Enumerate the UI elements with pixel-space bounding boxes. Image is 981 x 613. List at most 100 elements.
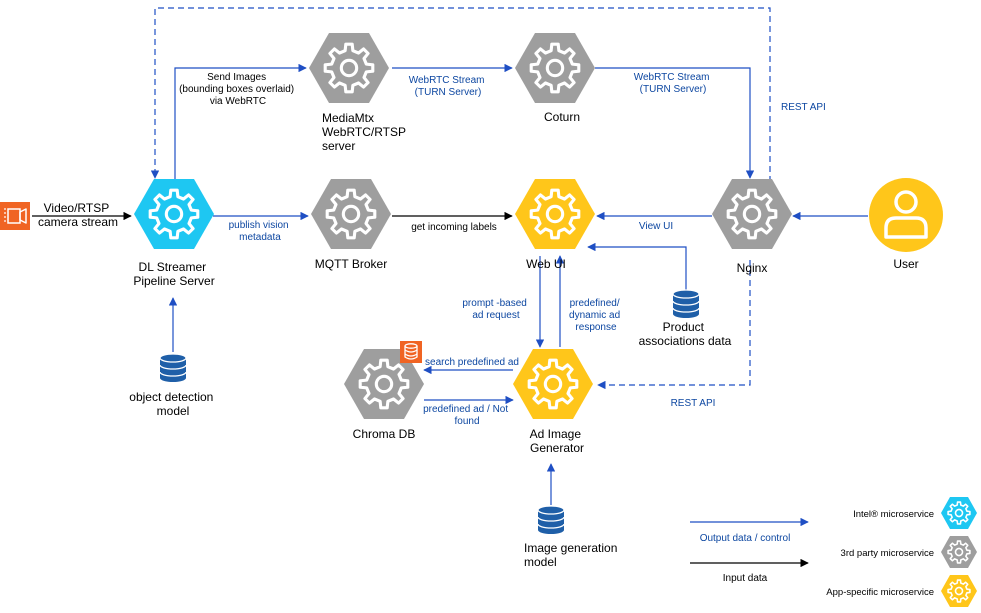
- db-top: [159, 353, 187, 363]
- chroma-db-node: [344, 349, 424, 419]
- webrtc-arrow-2: [595, 67, 755, 179]
- db-band: [159, 364, 187, 370]
- mqtt-label: MQTT Broker: [315, 257, 387, 271]
- nginx-label: Nginx: [737, 261, 768, 275]
- gear-icon: [529, 188, 581, 240]
- gear-icon: [947, 540, 971, 564]
- chroma-db-label: Chroma DB: [353, 427, 416, 441]
- gear-outline: [358, 358, 410, 410]
- legend-intel-hex: [941, 497, 977, 529]
- rest-api-top-label: REST API: [781, 102, 826, 113]
- coturn-node: [515, 33, 595, 103]
- mqtt-node: [311, 179, 391, 249]
- gear-hub: [374, 374, 394, 394]
- send-images-label: Send Images (bounding boxes overlaid) vi…: [179, 72, 297, 107]
- gear-outline: [947, 540, 971, 564]
- gear-outline: [726, 188, 778, 240]
- gear-icon: [947, 501, 971, 525]
- camera-label: Video/RTSP camera stream: [38, 201, 118, 229]
- chroma-db-badge-icon: [400, 341, 422, 363]
- send-images-arrow: [174, 63, 307, 180]
- web-ui-label: Web UI: [526, 257, 566, 271]
- ad-generator-label: Ad Image Generator: [530, 427, 585, 455]
- user-node: [869, 178, 943, 252]
- response-label: predefined/ dynamic ad response: [569, 298, 623, 333]
- gear-outline: [323, 42, 375, 94]
- legend-app-hex: [941, 575, 977, 607]
- db-band: [159, 371, 187, 377]
- coturn-hex: [515, 33, 595, 103]
- db-top: [537, 505, 565, 515]
- gear-icon: [726, 188, 778, 240]
- db-band: [537, 516, 565, 522]
- gear-hub: [339, 58, 359, 78]
- image-model-label: Image generation model: [524, 541, 621, 569]
- legend-intel-label: Intel® microservice: [853, 509, 934, 520]
- ad-generator-hex: [513, 349, 593, 419]
- gear-hub: [954, 547, 964, 557]
- webrtc-label-2: WebRTC Stream (TURN Server): [634, 72, 713, 95]
- gear-hub: [954, 586, 964, 596]
- web-ui-hex: [515, 179, 595, 249]
- product-data-db-icon: [672, 289, 700, 318]
- user-label: User: [893, 257, 918, 271]
- search-label: search predefined ad: [425, 357, 519, 368]
- product-data-arrow: [587, 242, 687, 290]
- gear-icon: [323, 42, 375, 94]
- db-band: [672, 307, 700, 313]
- user-circle: [869, 178, 943, 252]
- gear-outline: [947, 579, 971, 603]
- mqtt-hex: [311, 179, 391, 249]
- web-ui-node: [515, 179, 595, 249]
- dl-streamer-hex: [134, 179, 214, 249]
- object-model-label: object detection model: [129, 390, 216, 418]
- nginx-hex: [712, 179, 792, 249]
- gear-hub: [164, 204, 184, 224]
- publish-label: publish vision metadata: [229, 220, 292, 243]
- user-head-icon: [894, 190, 918, 214]
- db-top: [672, 289, 700, 299]
- prompt-label: prompt -based ad request: [462, 298, 529, 321]
- legend: Output data / control Input data Intel® …: [690, 497, 977, 607]
- legend-third-party-hex: [941, 536, 977, 568]
- rest-api-loop-top-arrow: [150, 7, 771, 182]
- gear-icon: [947, 579, 971, 603]
- view-ui-label: View UI: [639, 221, 673, 232]
- db-band: [537, 523, 565, 529]
- gear-outline: [529, 188, 581, 240]
- gear-outline: [325, 188, 377, 240]
- legend-input-label: Input data: [723, 573, 768, 584]
- mediamtx-hex: [309, 33, 389, 103]
- gear-hub: [545, 58, 565, 78]
- gear-icon: [358, 358, 410, 410]
- db-band: [672, 300, 700, 306]
- legend-third-party-label: 3rd party microservice: [841, 548, 934, 559]
- image-model-db-icon: [537, 505, 565, 534]
- gear-icon: [529, 42, 581, 94]
- mediamtx-label: MediaMtx WebRTC/RTSP server: [322, 111, 409, 153]
- user-body-icon: [884, 216, 928, 239]
- gear-outline: [529, 42, 581, 94]
- chroma-db-hex: [344, 349, 424, 419]
- gear-hub: [543, 374, 563, 394]
- gear-hub: [954, 508, 964, 518]
- gear-icon: [148, 188, 200, 240]
- gear-icon: [527, 358, 579, 410]
- labels-label: get incoming labels: [411, 222, 497, 233]
- mediamtx-node: [309, 33, 389, 103]
- rest-api-bottom-arrow: [597, 260, 751, 390]
- ad-generator-node: [513, 349, 593, 419]
- camera-icon: [0, 202, 30, 230]
- gear-hub: [341, 204, 361, 224]
- dl-streamer-label: DL Streamer Pipeline Server: [133, 260, 214, 288]
- webrtc-label-1: WebRTC Stream (TURN Server): [409, 75, 488, 98]
- legend-output-label: Output data / control: [700, 533, 791, 544]
- legend-app-label: App-specific microservice: [826, 587, 934, 598]
- object-model-db-icon: [159, 353, 187, 382]
- coturn-label: Coturn: [544, 110, 580, 124]
- gear-hub: [742, 204, 762, 224]
- gear-outline: [947, 501, 971, 525]
- rest-api-bottom-label: REST API: [671, 398, 716, 409]
- gear-hub: [545, 204, 565, 224]
